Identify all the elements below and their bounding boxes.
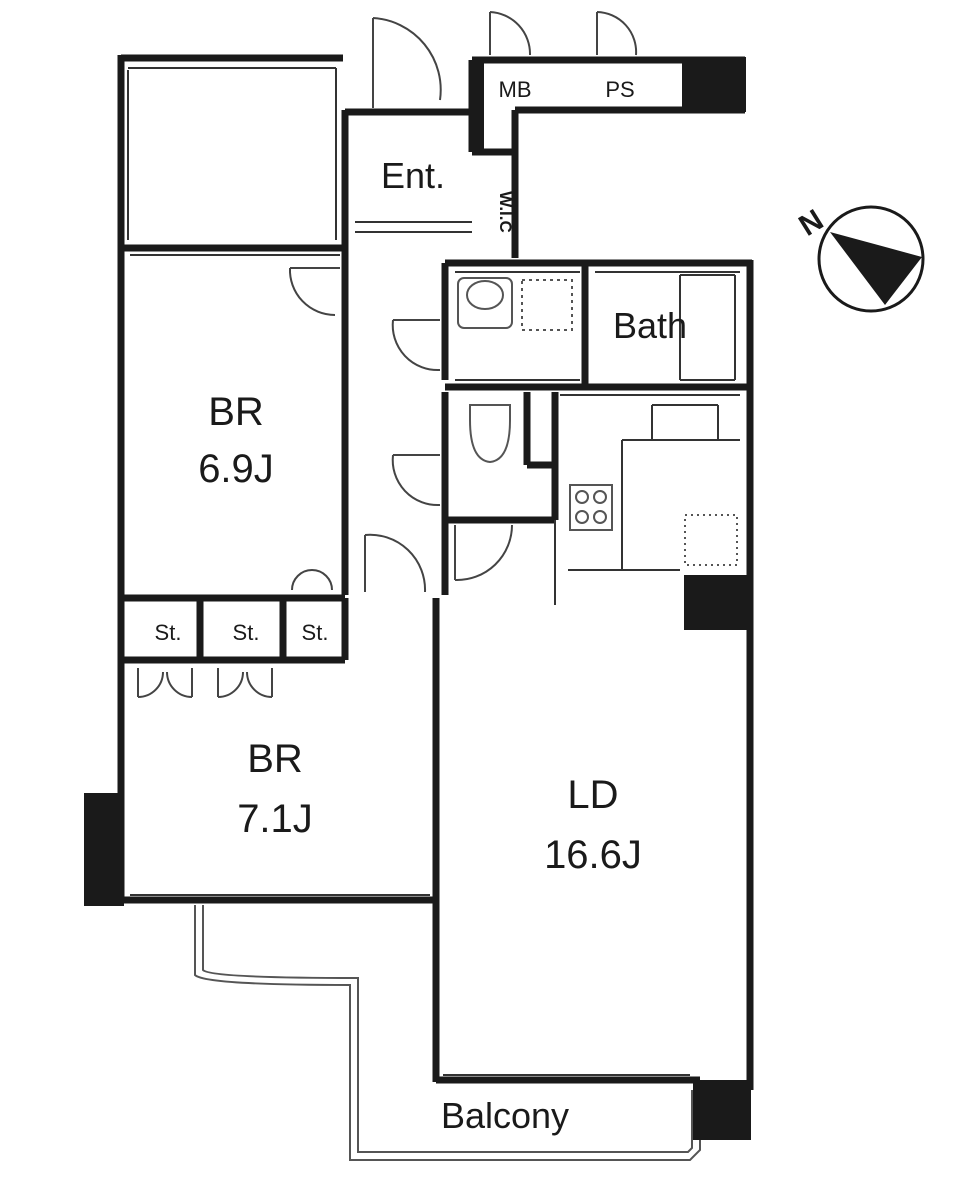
label-balcony: Balcony — [441, 1095, 569, 1136]
label-storage-3: St. — [302, 620, 329, 645]
label-walk-in-closet: W.I.C — [496, 191, 515, 233]
label-bedroom-2-size: 7.1J — [237, 797, 313, 841]
thin-walls — [127, 67, 740, 1076]
label-living-dining-name: LD — [567, 773, 618, 817]
label-bedroom-1-size: 6.9J — [198, 447, 274, 491]
compass-needle-icon — [830, 232, 922, 305]
label-bedroom-1-name: BR — [208, 390, 264, 434]
door-swings — [137, 11, 638, 698]
walls — [117, 54, 754, 1090]
compass: N — [793, 203, 925, 313]
columns — [84, 57, 752, 1140]
label-living-dining-size: 16.6J — [544, 833, 642, 877]
balcony-area — [194, 905, 701, 1161]
label-entrance: Ent. — [381, 155, 445, 196]
label-storage-1: St. — [155, 620, 182, 645]
fixtures — [457, 277, 738, 566]
label-bedroom-2-name: BR — [247, 737, 303, 781]
label-bath: Bath — [613, 305, 687, 346]
label-pipe-space: PS — [605, 77, 634, 102]
label-meter-box: MB — [499, 77, 532, 102]
label-storage-2: St. — [233, 620, 260, 645]
